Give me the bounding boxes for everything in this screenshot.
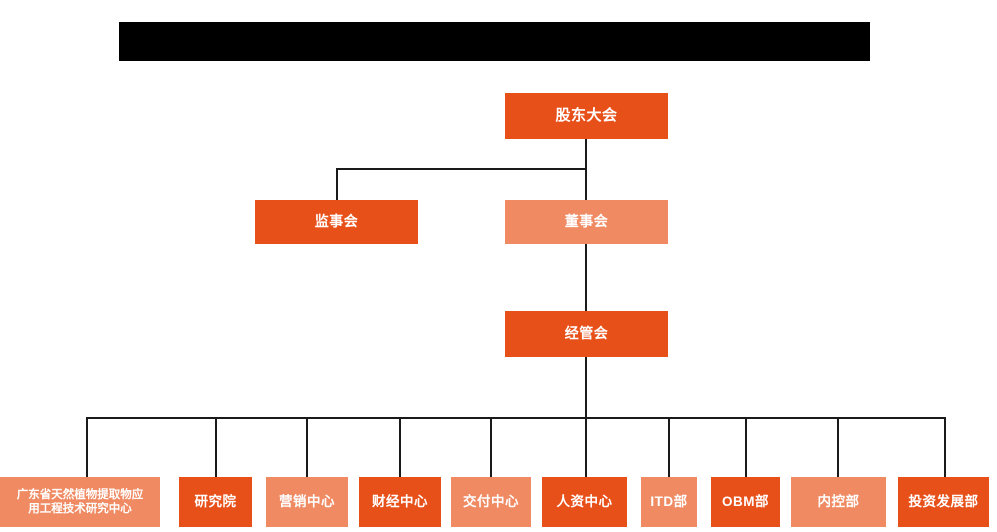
node-guangdong-research-center[interactable]: 广东省天然植物提取物应 用工程技术研究中心 xyxy=(0,477,160,527)
node-management-committee[interactable]: 经管会 xyxy=(505,311,668,357)
node-label-line1: 广东省天然植物提取物应 xyxy=(16,488,144,501)
connector-drop-obm xyxy=(745,417,747,477)
connector-level2-bus xyxy=(336,168,587,170)
node-internal-control-department[interactable]: 内控部 xyxy=(791,477,886,527)
connector-departments-bus xyxy=(86,417,946,419)
node-marketing-center[interactable]: 营销中心 xyxy=(266,477,348,527)
connector-drop-institute xyxy=(215,417,217,477)
node-finance-center[interactable]: 财经中心 xyxy=(359,477,441,527)
node-board-of-directors[interactable]: 董事会 xyxy=(505,200,668,244)
node-delivery-center[interactable]: 交付中心 xyxy=(451,477,531,527)
connector-drop-research-center xyxy=(86,417,88,477)
redacted-title-bar xyxy=(119,22,870,61)
connector-directors-to-management xyxy=(585,243,587,311)
connector-management-down xyxy=(585,357,587,419)
node-research-institute[interactable]: 研究院 xyxy=(179,477,252,527)
node-obm-department[interactable]: OBM部 xyxy=(711,477,780,527)
connector-drop-marketing xyxy=(306,417,308,477)
connector-drop-hr xyxy=(585,417,587,477)
connector-drop-internal-control xyxy=(837,417,839,477)
connector-shareholders-down xyxy=(585,138,587,169)
node-label-line2: 用工程技术研究中心 xyxy=(28,503,132,515)
node-shareholders-meeting[interactable]: 股东大会 xyxy=(505,93,668,139)
node-investment-development-department[interactable]: 投资发展部 xyxy=(898,477,989,527)
connector-drop-investment xyxy=(944,417,946,477)
node-board-of-supervisors[interactable]: 监事会 xyxy=(255,200,418,244)
node-hr-center[interactable]: 人资中心 xyxy=(542,477,627,527)
connector-drop-finance xyxy=(399,417,401,477)
connector-drop-delivery xyxy=(490,417,492,477)
connector-supervisors-drop xyxy=(336,168,338,200)
node-itd-department[interactable]: ITD部 xyxy=(641,477,697,527)
connector-drop-itd xyxy=(668,417,670,477)
connector-directors-drop xyxy=(585,168,587,200)
